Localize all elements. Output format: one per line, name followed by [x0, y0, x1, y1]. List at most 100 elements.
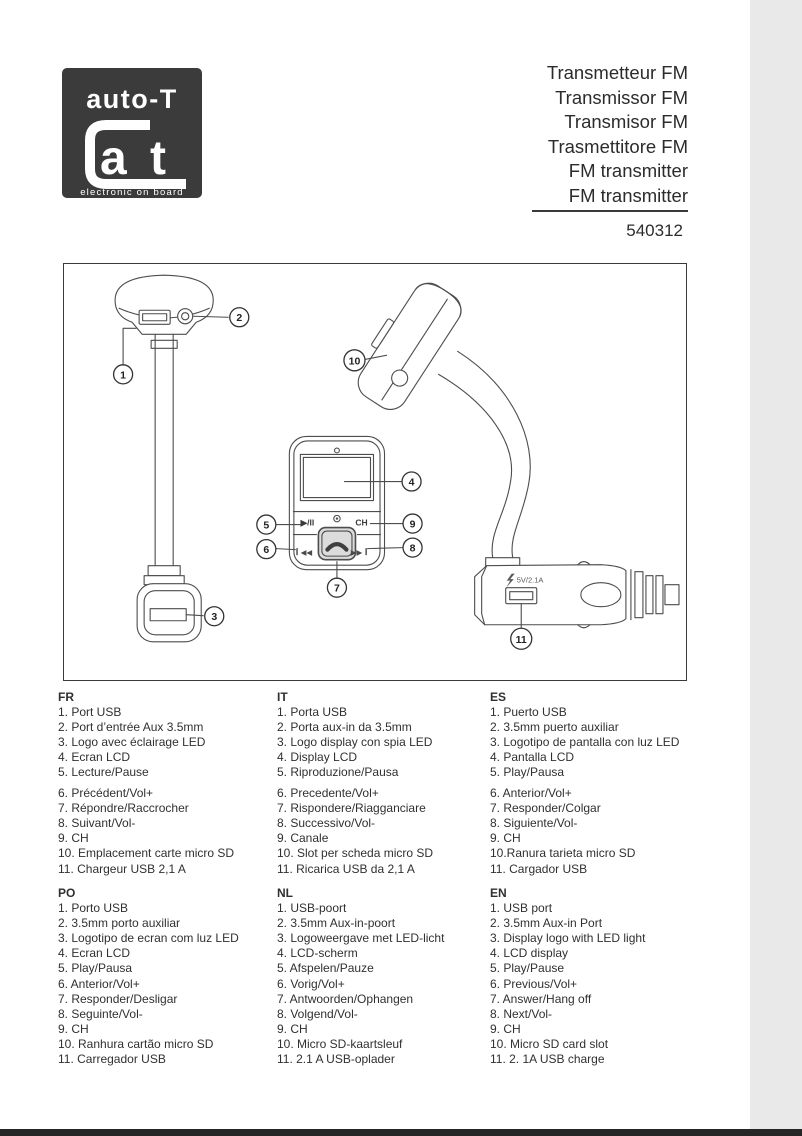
plug-rib-1 [634, 571, 644, 619]
plug-rib-3 [655, 575, 664, 615]
list-item: 3. Logo display con spia LED [277, 735, 433, 750]
callout-7 [326, 577, 348, 598]
list-item: 9. Canale [277, 831, 329, 846]
list-item: 4. Ecran LCD [58, 750, 131, 765]
list-item: 11. Carregador USB [58, 1052, 166, 1067]
led-indicator [333, 514, 341, 523]
list-item: 8. Volgend/Vol- [277, 1006, 358, 1021]
list-item: 2. 3.5mm porto auxiliar [58, 916, 181, 931]
charger-usb-port [505, 587, 538, 605]
scan-gray-margin [750, 0, 802, 1129]
list-item: 3. Logoweergave met LED-licht [277, 931, 445, 946]
list-item: 9. CH [490, 1021, 521, 1036]
list-item: 3. Logotipo de pantalla con luz LED [490, 735, 680, 750]
callout-2 [229, 307, 250, 328]
title-fr: Transmetteur FM [546, 62, 688, 83]
list-item: 5. Riproduzione/Pausa [277, 765, 399, 780]
callout-10-num: 10 [349, 355, 361, 367]
list-item: 7. Responder/Desligar [58, 991, 178, 1006]
callout-4-num: 4 [409, 477, 415, 489]
callout-9-num: 9 [410, 519, 416, 531]
list-item: 2. 3.5mm puerto auxiliar [490, 720, 619, 735]
product-diagram-box: 1 2 3 ▶/II CH ◀◀ [63, 263, 687, 681]
usb-port [138, 309, 171, 325]
plug-chamfer [481, 565, 488, 626]
list-item: 8. Seguinte/Vol- [58, 1006, 143, 1021]
lcd-display [302, 456, 372, 499]
list-item: 4. LCD display [490, 946, 569, 961]
list-item: 3. Display logo with LED light [490, 931, 646, 946]
neck-bottom-ring [147, 565, 181, 577]
plug-rib-2 [645, 575, 654, 615]
list-item: 6. Precedente/Vol+ [277, 786, 379, 801]
title-divider [532, 210, 688, 212]
list-item: 11. Cargador USB [490, 861, 588, 876]
plug-oval-detail [580, 582, 622, 608]
language-header: EN [490, 886, 507, 900]
led-indicator-dot [335, 517, 339, 520]
list-item: 2. Porta aux-in da 3.5mm [277, 720, 412, 735]
list-item: 10. Micro SD-kaartsleuf [277, 1036, 403, 1051]
parts-list-fr: FR 1. Port USB 2. Port d’entrée Aux 3.5m… [58, 690, 276, 877]
prev-icon: ◀◀ [301, 548, 314, 557]
call-button-inner [321, 530, 353, 557]
list-item: 5. Play/Pause [490, 961, 565, 976]
callout-9 [402, 513, 423, 534]
list-item: 6. Vorig/Vol+ [277, 976, 345, 991]
list-item: 4. Display LCD [277, 750, 358, 765]
title-es: Transmisor FM [564, 111, 688, 133]
tilted-head-endcap [415, 283, 462, 318]
lightning-bolt-icon [506, 573, 515, 588]
callout-6-num: 6 [263, 544, 269, 556]
mic-hole [333, 447, 340, 454]
product-diagram: 1 2 3 ▶/II CH ◀◀ [112, 274, 680, 650]
list-item: 1. Puerto USB [490, 705, 567, 720]
list-item: 7. Rispondere/Riagganciare [277, 801, 426, 816]
list-item: 6. Anterior/Vol+ [490, 786, 572, 801]
list-item: 1. Porto USB [58, 901, 129, 916]
leader-3 [185, 614, 204, 617]
language-header: FR [58, 690, 74, 704]
list-item: 5. Afspelen/Pauze [277, 961, 374, 976]
list-item: 8. Successivo/Vol- [277, 816, 376, 831]
list-item: 10.Ranura tarieta micro SD [490, 846, 636, 861]
list-item: 2. 3.5mm Aux-in-poort [277, 916, 396, 931]
callout-8 [402, 537, 423, 558]
tilted-head [357, 282, 462, 410]
play-pause-label: ▶/II [300, 518, 315, 528]
list-item: 4. Pantalla LCD [490, 750, 575, 765]
list-item: 11. Chargeur USB 2,1 A [58, 861, 186, 876]
callout-1-num: 1 [120, 369, 126, 381]
language-header: NL [277, 886, 293, 900]
scan-bottom-bar [0, 1129, 802, 1136]
list-item: 8. Suivant/Vol- [58, 816, 136, 831]
mount-head [114, 274, 214, 335]
list-item: 11. 2.1 A USB-oplader [277, 1052, 395, 1067]
callout-3 [204, 606, 225, 627]
usb-port-tongue [142, 313, 168, 322]
language-header: ES [490, 690, 507, 704]
parts-list-po: PO 1. Porto USB 2. 3.5mm porto auxiliar … [58, 886, 276, 1067]
list-item: 1. USB-poort [277, 901, 347, 916]
leader-2 [192, 315, 229, 318]
list-item: 5. Lecture/Pause [58, 765, 149, 780]
lcd-outer [299, 453, 375, 502]
brand-logo-art: auto-T a t electronic on board [80, 84, 186, 198]
list-item: 10. Slot per scheda micro SD [277, 846, 434, 861]
base-inner [143, 590, 195, 636]
list-item: 9. CH [277, 1021, 308, 1036]
parts-list-es: ES 1. Puerto USB 2. 3.5mm puerto auxilia… [490, 690, 708, 877]
callout-4 [401, 471, 422, 492]
list-item: 8. Next/Vol- [490, 1006, 553, 1021]
callout-3-num: 3 [211, 611, 217, 623]
phone-handset-icon [325, 542, 349, 552]
list-item: 6. Anterior/Vol+ [58, 976, 140, 991]
list-item: 7. Responder/Colgar [490, 801, 601, 816]
callout-7-num: 7 [334, 583, 340, 595]
prev-bar [296, 548, 298, 556]
list-item: 1. Port USB [58, 705, 122, 720]
list-item: 3. Logo avec éclairage LED [58, 735, 206, 750]
list-item: 7. Antwoorden/Ophangen [277, 991, 414, 1006]
model-number: 540312 [626, 221, 683, 240]
callout-8-num: 8 [410, 543, 416, 555]
